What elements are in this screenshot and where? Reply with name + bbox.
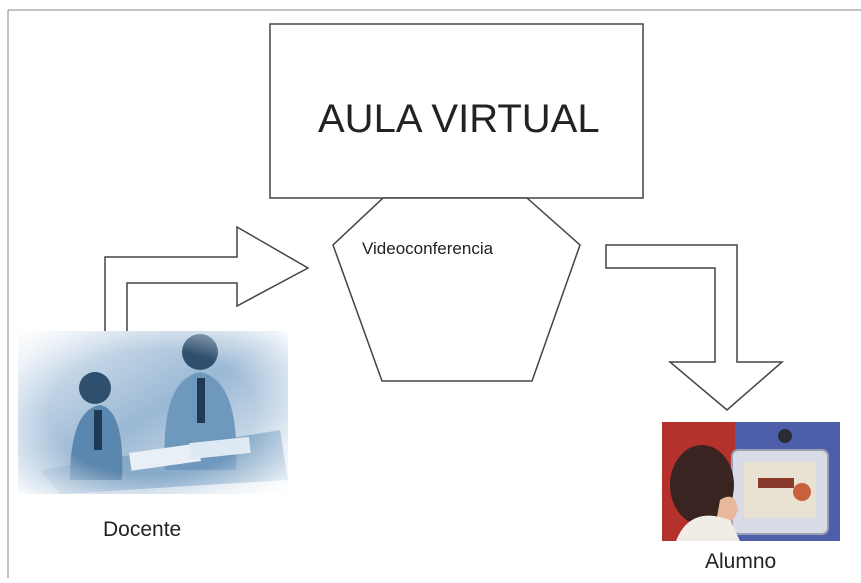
student-label: Alumno [705,550,776,573]
teacher-to-classroom-arrow [104,225,310,333]
classroom-to-student-arrow [605,244,784,411]
aula-virtual-label: AULA VIRTUAL [318,97,600,141]
teacher-photo-icon [18,331,288,494]
teacher-label: Docente [103,518,181,541]
aula-virtual-box [269,23,644,199]
videoconference-label: Videoconferencia [362,239,494,258]
student-photo-icon [662,422,840,541]
videoconference-connector [332,197,581,382]
